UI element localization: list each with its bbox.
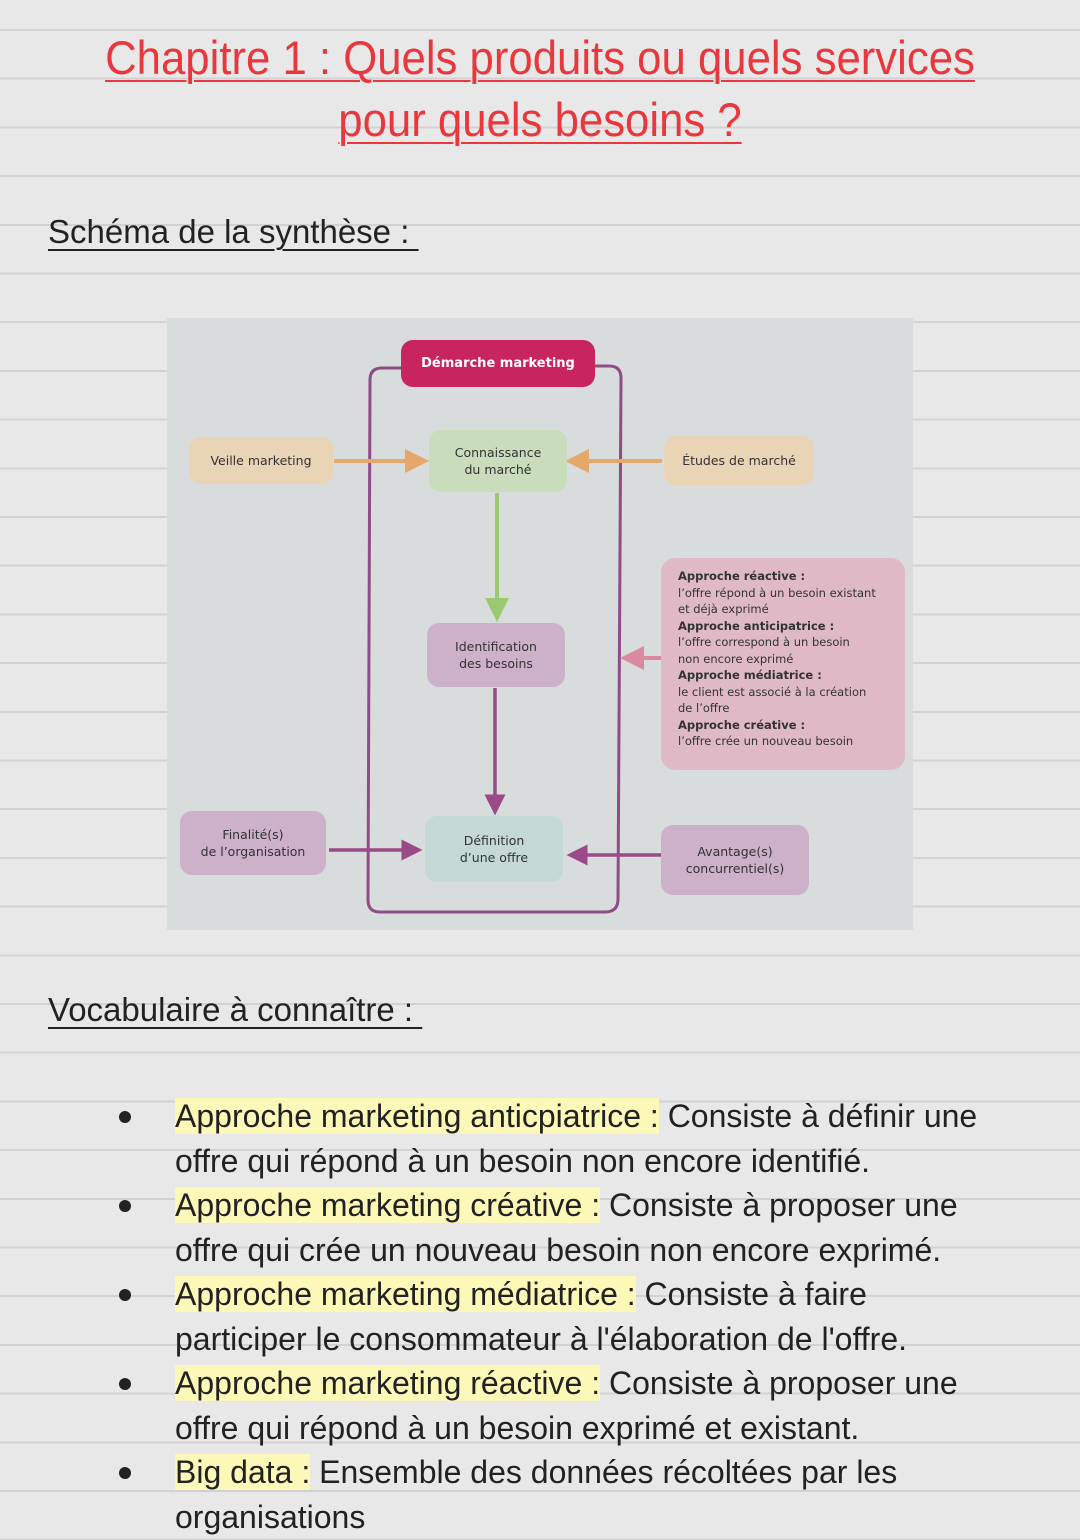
bullet-icon — [119, 1289, 131, 1301]
bullet-icon — [119, 1378, 131, 1390]
avantage-concurrentiel-box: Avantage(s) concurrentiel(s) — [661, 825, 809, 895]
bullet-icon — [119, 1111, 131, 1123]
vocab-definition: Ensemble des données récoltées par les — [310, 1454, 898, 1490]
demarche-marketing-box: Démarche marketing — [401, 340, 595, 387]
vocab-item: Approche marketing créative : Consiste à… — [0, 1183, 1035, 1272]
connaissance-marche-box: Connaissance du marché — [429, 430, 567, 492]
definition-offre-box: Définition d’une offre — [425, 816, 563, 882]
bullet-icon — [119, 1467, 131, 1479]
identification-besoins-box: Identification des besoins — [427, 623, 565, 687]
vocab-definition: Consiste à proposer une — [600, 1187, 958, 1223]
vocab-term: Approche marketing médiatrice : — [175, 1276, 636, 1312]
bullet-icon — [119, 1200, 131, 1212]
vocab-definition-cont: offre qui crée un nouveau besoin non enc… — [175, 1231, 942, 1268]
vocab-heading: Vocabulaire à connaître : — [48, 991, 423, 1028]
schema-heading: Schéma de la synthèse : — [48, 213, 419, 250]
etudes-de-marche-box: Études de marché — [664, 436, 814, 485]
approches-box: Approche réactive : l’offre répond à un … — [661, 558, 905, 770]
veille-marketing-box: Veille marketing — [189, 437, 333, 484]
vocab-definition: Consiste à définir une — [658, 1098, 978, 1134]
vocab-item: Approche marketing médiatrice : Consiste… — [0, 1272, 1035, 1361]
vocab-definition-cont: offre qui répond à un besoin exprimé et … — [175, 1409, 860, 1446]
marketing-diagram: Démarche marketing Veille marketing Conn… — [167, 318, 913, 930]
vocabulary-list: Approche marketing anticpiatrice : Consi… — [0, 1094, 1080, 1539]
vocab-term: Approche marketing anticpiatrice : — [175, 1098, 659, 1134]
vocab-definition-cont: participer le consommateur à l'élaborati… — [175, 1320, 908, 1357]
diagram-connectors — [329, 364, 662, 914]
vocab-item: Approche marketing anticpiatrice : Consi… — [0, 1094, 1035, 1183]
vocab-item: Approche marketing réactive : Consiste à… — [0, 1361, 1035, 1450]
chapter-title-line-1: Chapitre 1 : Quels produits ou quels ser… — [105, 31, 975, 84]
vocab-item: Big data : Ensemble des données récoltée… — [0, 1450, 1035, 1539]
finalite-organisation-box: Finalité(s) de l’organisation — [180, 811, 326, 875]
vocab-term: Big data : — [175, 1454, 311, 1490]
vocab-term: Approche marketing créative : — [175, 1187, 601, 1223]
chapter-title-line-2: pour quels besoins ? — [338, 93, 742, 146]
vocab-definition-cont: offre qui répond à un besoin non encore … — [175, 1142, 871, 1179]
vocab-definition-cont: organisations — [175, 1498, 366, 1535]
vocab-definition: Consiste à faire — [635, 1276, 867, 1312]
vocab-term: Approche marketing réactive : — [175, 1365, 601, 1401]
vocab-definition: Consiste à proposer une — [600, 1365, 958, 1401]
